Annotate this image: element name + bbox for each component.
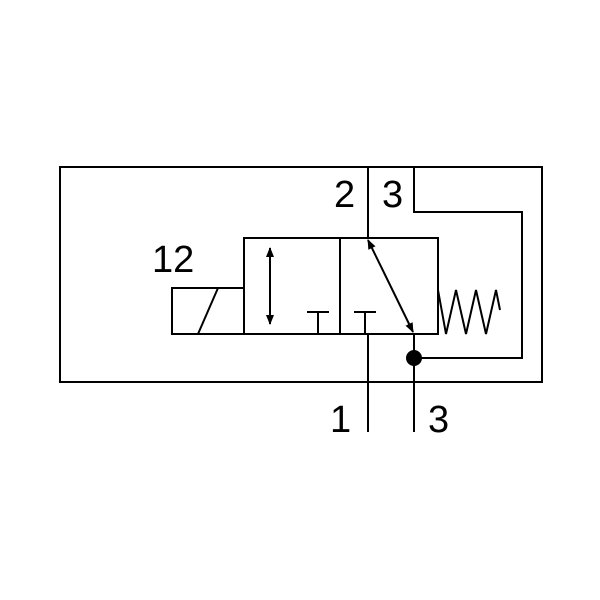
label-port-3-top: 3 bbox=[382, 174, 403, 216]
label-pilot-port: 12 bbox=[152, 239, 194, 281]
exhaust-path bbox=[413, 167, 523, 359]
label-port-3-bottom: 3 bbox=[428, 399, 449, 441]
outer-frame bbox=[59, 166, 543, 383]
label-port-1: 1 bbox=[330, 399, 351, 441]
junction-dot bbox=[406, 350, 422, 366]
solenoid-actuator bbox=[171, 287, 245, 335]
valve-position-left bbox=[243, 237, 341, 335]
return-spring bbox=[437, 289, 501, 335]
valve-position-right bbox=[339, 237, 439, 335]
label-port-2: 2 bbox=[334, 174, 355, 216]
